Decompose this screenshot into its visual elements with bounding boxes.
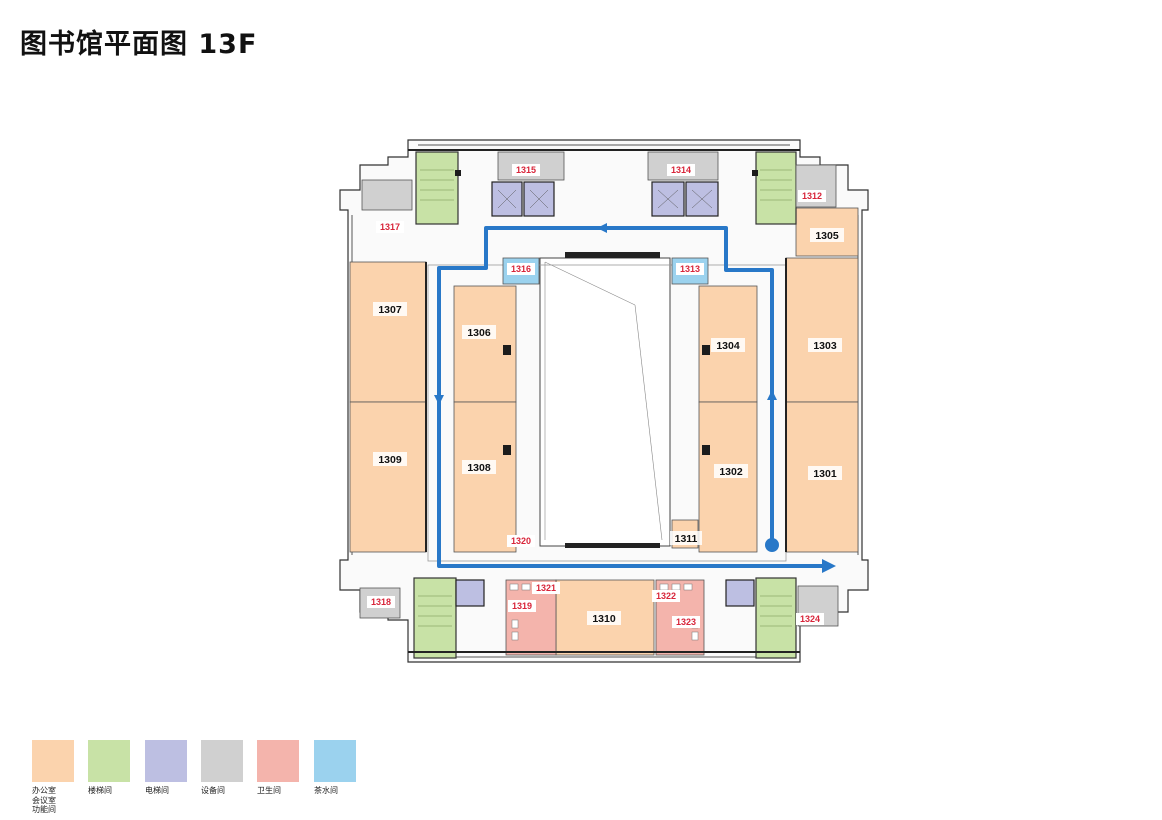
- stair-treads: [418, 169, 792, 627]
- columns: [455, 170, 758, 455]
- label-1311: 1311: [675, 533, 698, 545]
- atrium: [539, 252, 671, 548]
- label-1324: 1324: [800, 614, 820, 624]
- route-start-dot: [765, 538, 779, 552]
- route-markers: [765, 538, 836, 573]
- label-1319: 1319: [512, 601, 532, 611]
- stair-sw: [413, 577, 457, 659]
- label-1308: 1308: [467, 462, 491, 474]
- legend-label-office: 办公室 会议室 功能间: [32, 786, 56, 814]
- label-1320: 1320: [511, 536, 531, 546]
- legend-label-toilet: 卫生间: [257, 786, 281, 795]
- legend-swatch-elevator: [145, 740, 187, 782]
- label-1305: 1305: [815, 230, 839, 242]
- legend-elevator: 电梯间: [145, 740, 189, 796]
- room-1308: [453, 401, 517, 553]
- label-1302: 1302: [719, 466, 743, 478]
- room-1306: [453, 285, 517, 403]
- legend-tea: 茶水间: [314, 740, 358, 796]
- stairwells: [413, 151, 797, 659]
- elevator-cross-marks: [497, 189, 713, 209]
- room-labels-red: 1312 1313 1314 1315 1316 1317 1318 1319 …: [367, 164, 826, 628]
- stair-nw: [415, 151, 459, 225]
- walls: [408, 149, 800, 653]
- floor-plan: 1307 1309 1306 1308 1304 1302 1303 1301 …: [339, 139, 869, 663]
- legend-label-stair: 楼梯间: [88, 786, 112, 795]
- label-1310: 1310: [592, 613, 616, 625]
- legend-label-equipment: 设备间: [201, 786, 225, 795]
- stair-ne: [755, 151, 797, 225]
- legend-stair: 楼梯间: [88, 740, 132, 796]
- room-1307: [349, 261, 427, 403]
- room-1309: [349, 401, 427, 553]
- legend-label-elevator: 电梯间: [145, 786, 169, 795]
- label-1303: 1303: [813, 340, 837, 352]
- label-1313: 1313: [680, 264, 700, 274]
- label-1322: 1322: [656, 591, 676, 601]
- page-title: 图书馆平面图 13F: [20, 29, 258, 60]
- label-1321: 1321: [536, 583, 556, 593]
- label-1317: 1317: [380, 222, 400, 232]
- label-1323: 1323: [676, 617, 696, 627]
- legend-swatch-office: [32, 740, 74, 782]
- office-rooms: [349, 207, 859, 656]
- room-labels-dark: 1307 1309 1306 1308 1304 1302 1303 1301 …: [373, 228, 844, 625]
- room-1303: [785, 257, 859, 403]
- label-1304: 1304: [716, 340, 740, 352]
- stair-se: [755, 577, 797, 659]
- legend-swatch-toilet: [257, 740, 299, 782]
- legend-swatch-equipment: [201, 740, 243, 782]
- label-1318: 1318: [371, 597, 391, 607]
- label-1307: 1307: [378, 304, 402, 316]
- legend-label-tea: 茶水间: [314, 786, 338, 795]
- legend-toilet: 卫生间: [257, 740, 301, 796]
- legend-swatch-tea: [314, 740, 356, 782]
- legend-swatch-stair: [88, 740, 130, 782]
- route-end-arrow: [822, 559, 836, 573]
- label-1306: 1306: [467, 327, 491, 339]
- label-1312: 1312: [802, 191, 822, 201]
- label-1314: 1314: [671, 165, 691, 175]
- label-1315: 1315: [516, 165, 536, 175]
- legend-equipment: 设备间: [201, 740, 245, 796]
- label-1316: 1316: [511, 264, 531, 274]
- label-1301: 1301: [813, 468, 837, 480]
- circulation-route: [434, 223, 826, 568]
- label-1309: 1309: [378, 454, 402, 466]
- legend-office: 办公室 会议室 功能间: [32, 740, 76, 815]
